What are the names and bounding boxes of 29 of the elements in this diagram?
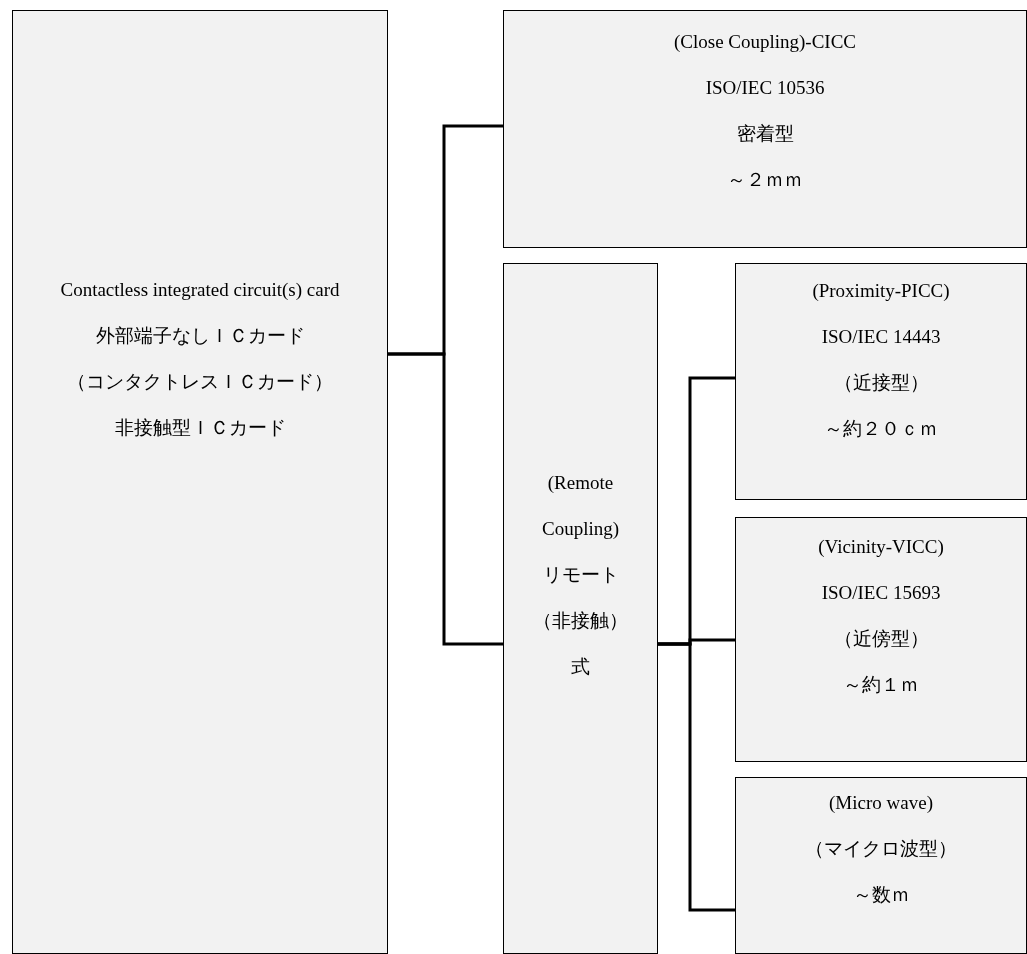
box-text: （近接型） (832, 371, 930, 395)
box-text: ISO/IEC 10536 (704, 76, 826, 100)
category-box (735, 517, 1027, 762)
box-text: ～２ｍｍ (726, 168, 804, 192)
box-text: (Micro wave) (828, 791, 934, 815)
box-text: （マイクロ波型） (804, 837, 958, 861)
box-text: (Remote Coupling) (540, 471, 621, 541)
category-box (503, 263, 658, 954)
box-text: 非接触型ＩＣカード (113, 416, 287, 440)
box-text: Contactless integrated circuit(s) card (59, 278, 341, 302)
box-text: ～数ｍ (851, 883, 911, 907)
box-text: (Proximity-PICC) (811, 279, 951, 303)
box-text: （近傍型） (832, 627, 930, 651)
category-box (735, 777, 1027, 954)
box-text: （コンタクトレスＩＣカード） (66, 370, 334, 394)
box-text: リモート（非接触）式 (532, 563, 629, 679)
box-text: ISO/IEC 15693 (820, 581, 942, 605)
box-text: ISO/IEC 14443 (820, 325, 942, 349)
category-box (503, 10, 1027, 248)
box-text: ～約１ｍ (842, 673, 920, 697)
box-text: (Close Coupling)-CICC (672, 30, 858, 54)
box-text: 密着型 (735, 122, 795, 146)
category-box (12, 10, 388, 954)
box-text: (Vicinity-VICC) (817, 535, 945, 559)
connector-line (388, 352, 503, 646)
box-text: 外部端子なしＩＣカード (94, 324, 306, 348)
connector-line (658, 642, 735, 912)
box-text: ～約２０ｃｍ (823, 417, 939, 441)
category-box (735, 263, 1027, 500)
